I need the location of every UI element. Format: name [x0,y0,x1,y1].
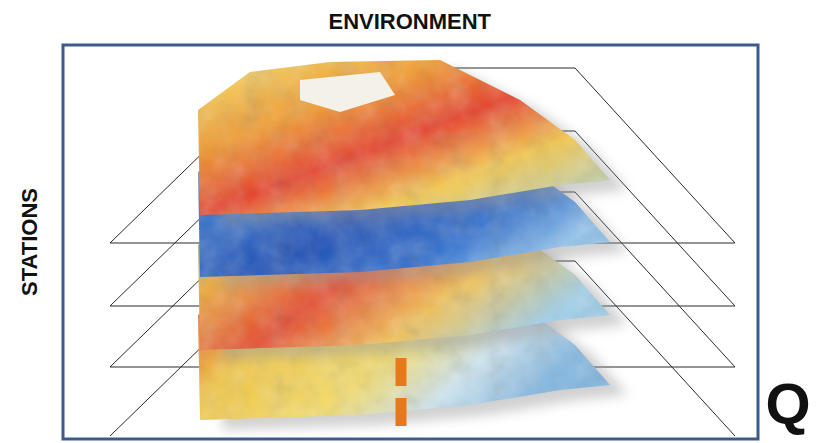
heading-label: ENVIRONMENT [329,11,492,33]
symbol-label: Q [766,375,811,433]
axis-label: STATIONS [19,188,41,296]
map-layer [198,60,628,225]
frame-border [63,45,758,439]
station-marker [396,358,407,440]
